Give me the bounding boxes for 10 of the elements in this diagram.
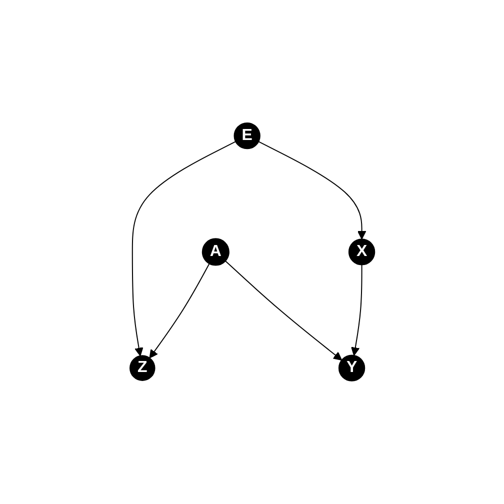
- arrow: [132, 141, 236, 356]
- node-circle: E: [233, 122, 260, 150]
- arrow: [350, 264, 362, 356]
- arrow: [258, 141, 366, 240]
- node-circle: Z: [129, 355, 155, 381]
- arrow: [148, 263, 210, 358]
- node-circle: A: [202, 238, 230, 266]
- node-circle: Y: [338, 354, 365, 382]
- arrow: [224, 260, 342, 361]
- node-circle: X: [348, 238, 375, 266]
